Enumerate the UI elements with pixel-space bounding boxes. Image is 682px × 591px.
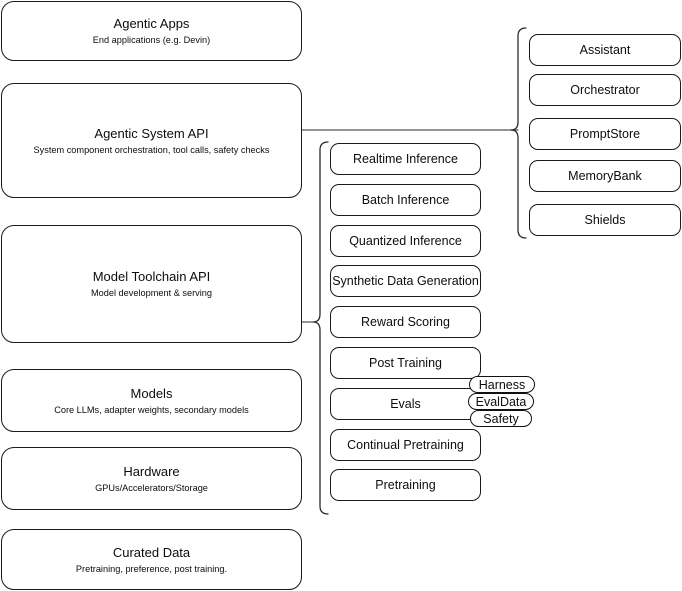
capability-box-continual-pretraining[interactable]: Continual Pretraining <box>330 429 481 461</box>
capability-box-quantized-inference[interactable]: Quantized Inference <box>330 225 481 257</box>
layer-box-models[interactable]: Models Core LLMs, adapter weights, secon… <box>1 369 302 432</box>
layer-title: Curated Data <box>112 544 191 560</box>
layer-title: Agentic Apps <box>113 16 190 31</box>
component-label: PromptStore <box>569 126 641 141</box>
layer-subtitle: Model development & serving <box>90 288 213 298</box>
evals-pill-label: Harness <box>478 377 526 392</box>
layer-title: Model Toolchain API <box>92 269 211 284</box>
capability-label: Synthetic Data Generation <box>332 273 479 288</box>
capability-label: Pretraining <box>375 477 436 492</box>
component-label: Shields <box>584 212 626 227</box>
capability-box-evals[interactable]: Evals <box>330 388 481 420</box>
capability-label: Evals <box>390 396 421 411</box>
evals-pill-safety[interactable]: Safety <box>470 410 532 427</box>
capability-label: Realtime Inference <box>353 151 458 166</box>
layer-title: Agentic System API <box>94 125 209 141</box>
layer-subtitle: Core LLMs, adapter weights, secondary mo… <box>54 404 249 415</box>
evals-pill-label: EvalData <box>475 394 527 409</box>
component-box-memorybank[interactable]: MemoryBank <box>529 160 681 192</box>
capability-label: Post Training <box>369 355 442 370</box>
component-label: MemoryBank <box>568 168 642 183</box>
layer-subtitle: Pretraining, preference, post training. <box>75 563 228 574</box>
capability-label: Batch Inference <box>361 192 450 207</box>
component-label: Orchestrator <box>570 82 640 97</box>
evals-pill-label: Safety <box>483 411 519 426</box>
layer-box-hardware[interactable]: Hardware GPUs/Accelerators/Storage <box>1 447 302 510</box>
middle-brace <box>312 141 329 515</box>
capability-box-post-training[interactable]: Post Training <box>330 347 481 379</box>
capability-box-synthetic-data-generation[interactable]: Synthetic Data Generation <box>330 265 481 297</box>
capability-box-pretraining[interactable]: Pretraining <box>330 469 481 501</box>
layer-subtitle: End applications (e.g. Devin) <box>92 35 211 45</box>
capability-label: Continual Pretraining <box>347 437 464 452</box>
capability-box-batch-inference[interactable]: Batch Inference <box>330 184 481 216</box>
capability-label: Quantized Inference <box>349 233 462 248</box>
layer-box-curated-data[interactable]: Curated Data Pretraining, preference, po… <box>1 529 302 590</box>
layer-subtitle: System component orchestration, tool cal… <box>33 144 270 155</box>
capability-label: Reward Scoring <box>361 314 450 329</box>
layer-title: Hardware <box>123 463 180 479</box>
component-box-shields[interactable]: Shields <box>529 204 681 236</box>
capability-box-realtime-inference[interactable]: Realtime Inference <box>330 143 481 175</box>
layer-box-agentic-apps[interactable]: Agentic Apps End applications (e.g. Devi… <box>1 1 302 61</box>
layer-box-agentic-system-api[interactable]: Agentic System API System component orch… <box>1 83 302 198</box>
layer-box-model-toolchain-api[interactable]: Model Toolchain API Model development & … <box>1 225 302 343</box>
capability-box-reward-scoring[interactable]: Reward Scoring <box>330 306 481 338</box>
component-label: Assistant <box>579 42 631 57</box>
evals-pill-harness[interactable]: Harness <box>469 376 535 393</box>
component-box-orchestrator[interactable]: Orchestrator <box>529 74 681 106</box>
component-box-promptstore[interactable]: PromptStore <box>529 118 681 150</box>
component-box-assistant[interactable]: Assistant <box>529 34 681 66</box>
right-brace <box>510 27 527 239</box>
layer-subtitle: GPUs/Accelerators/Storage <box>95 482 208 493</box>
evals-pill-evaldata[interactable]: EvalData <box>468 393 534 410</box>
layer-title: Models <box>130 385 173 401</box>
